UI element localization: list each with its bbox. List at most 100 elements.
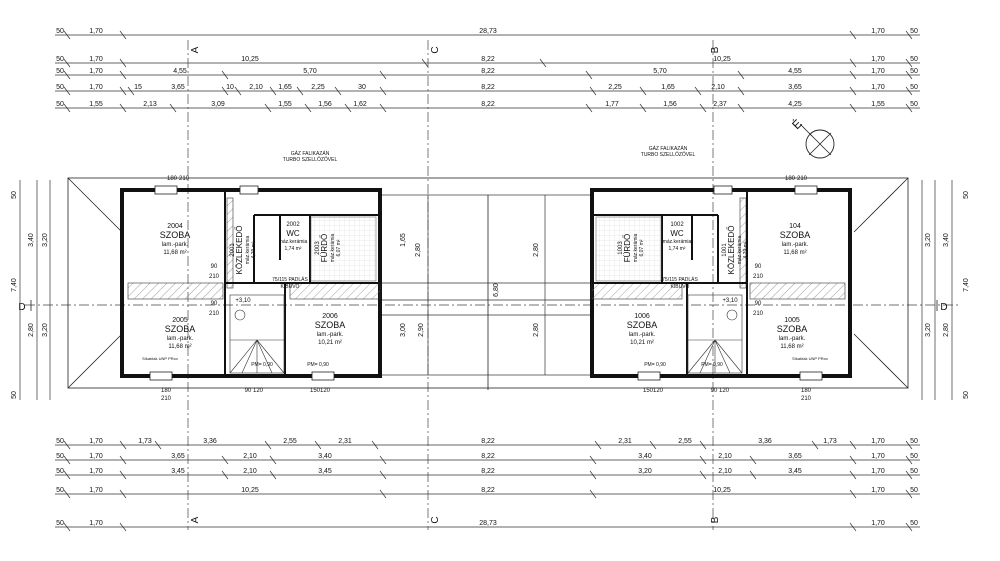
dim-label: 1,70: [89, 84, 103, 91]
dim-label: 1,77: [605, 101, 619, 108]
dim-label: 1,55: [89, 101, 103, 108]
dim-label: 3,45: [171, 468, 185, 475]
dim-label: 3,09: [211, 101, 225, 108]
window-sill-note: PM= 0,90: [251, 362, 273, 368]
top-dimension-chains: [55, 30, 920, 113]
dim-label: 2,10: [249, 84, 263, 91]
dim-label: 1,55: [871, 101, 885, 108]
room-number: 2005: [172, 317, 188, 324]
room-area: 6,07 m²: [336, 239, 342, 256]
axis-label-b: B: [710, 516, 721, 523]
note-attic: 75/115 PADLÁS: [272, 276, 308, 283]
dim-label: 8,22: [481, 56, 495, 63]
dim-label: 2,13: [143, 101, 157, 108]
room-area: 11,68 m²: [783, 250, 806, 256]
dim-label: 10,25: [713, 487, 731, 494]
dim-label: 3,36: [203, 438, 217, 445]
dim-label: 3,20: [42, 233, 49, 247]
dim-label: 1,65: [400, 233, 407, 247]
level-mark: +3,10: [235, 298, 251, 304]
north-label: É: [789, 116, 805, 132]
room-name: SZOBA: [780, 230, 811, 240]
axis-label-b: B: [710, 46, 721, 53]
room-name: SZOBA: [160, 230, 191, 240]
dim-label: 2,10: [718, 453, 732, 460]
dim-label: 50: [910, 487, 918, 494]
axis-label-d: D: [940, 302, 947, 313]
dim-label: 50: [910, 468, 918, 475]
dim-label: 50: [910, 438, 918, 445]
dim-label: 8,22: [481, 101, 495, 108]
room-number: 2006: [322, 313, 338, 320]
dim-label: 8,22: [481, 453, 495, 460]
dim-label: 50: [56, 438, 64, 445]
room-name: SZOBA: [777, 324, 808, 334]
dim-label: 10,25: [713, 56, 731, 63]
dim-label: 1,70: [871, 28, 885, 35]
dim-label: 180: [161, 388, 172, 394]
dim-label: 50: [910, 56, 918, 63]
dim-label: 50: [56, 487, 64, 494]
note-attic: 75/115 PADLÁS: [662, 276, 698, 283]
axis-label-d: D: [18, 302, 25, 313]
dim-label: 50: [56, 468, 64, 475]
room-floor: máz.kerámia: [245, 235, 251, 264]
dim-label: 2,31: [338, 438, 352, 445]
dim-label: 4,55: [788, 68, 802, 75]
dim-label: 90: [245, 388, 252, 394]
dim-label: 8,22: [481, 438, 495, 445]
room-area: 10,21 m²: [318, 340, 342, 346]
dim-label: 50: [910, 453, 918, 460]
bottom-dimension-chains: [55, 440, 920, 532]
dim-label: 2,31: [618, 438, 632, 445]
dim-label: 8,22: [481, 84, 495, 91]
dim-label: 90: [755, 301, 762, 307]
room-name: WC: [670, 229, 684, 238]
dim-label: 3,00: [400, 323, 407, 337]
room-name: KÖZLEKEDŐ: [235, 226, 244, 275]
axis-label-c: C: [430, 46, 441, 53]
room-number: 104: [789, 223, 801, 230]
dim-label: 2,55: [678, 438, 692, 445]
dim-label: 50: [56, 101, 64, 108]
dim-label: 3,40: [28, 233, 35, 247]
dim-label: 50: [56, 453, 64, 460]
top-dimension-labels: 50 1,70 28,73 1,70 50 50 1,70 10,25 8,22…: [56, 28, 918, 108]
dim-label: 3,40: [638, 453, 652, 460]
dim-label: 1,65: [278, 84, 292, 91]
dim-label: 2,55: [283, 438, 297, 445]
room-floor: lam.-park.: [629, 332, 656, 338]
window-note: Síkablak UNP PRox: [792, 356, 828, 361]
dim-label: 180: [167, 176, 178, 182]
small-dimension-labels: 180 210 180 210 90 120 150 120 90 210 90…: [161, 176, 812, 402]
dim-label: 3,65: [788, 84, 802, 91]
room-area: 4,29 m²: [743, 241, 749, 258]
dim-label: 1,70: [871, 438, 885, 445]
dim-label: 1,62: [353, 101, 367, 108]
dim-label: 6,80: [493, 283, 500, 297]
dim-label: 210: [797, 176, 808, 182]
dim-label: 1,70: [89, 28, 103, 35]
dim-label: 2,37: [713, 101, 727, 108]
room-floor: máz.kerámia: [633, 233, 639, 262]
dim-label: 210: [209, 274, 220, 280]
room-floor: máz.kerámia: [330, 233, 336, 262]
dim-label: 8,22: [481, 487, 495, 494]
dim-label: 2,80: [533, 243, 540, 257]
room-name: SZOBA: [627, 320, 658, 330]
dim-label: 8,22: [481, 468, 495, 475]
dim-label: 50: [910, 520, 918, 527]
dim-label: 120: [253, 388, 264, 394]
dim-label: 1,55: [278, 101, 292, 108]
dim-label: 2,10: [718, 468, 732, 475]
room-name: FÜRDŐ: [320, 234, 329, 262]
axis-markers: A C B A C B D D: [18, 46, 947, 523]
bottom-dimension-labels: 50 1,70 1,73 3,36 2,55 2,31 8,22 2,31 2,…: [56, 438, 918, 527]
dim-label: 3,40: [943, 233, 950, 247]
room-area: 11,68 m²: [780, 344, 803, 350]
room-floor: lam.-park.: [779, 336, 806, 342]
dim-label: 120: [653, 388, 664, 394]
window-sill-note: PM= 0,90: [701, 362, 723, 368]
dim-label: 1,73: [138, 438, 152, 445]
roof-outline: [67, 177, 909, 390]
